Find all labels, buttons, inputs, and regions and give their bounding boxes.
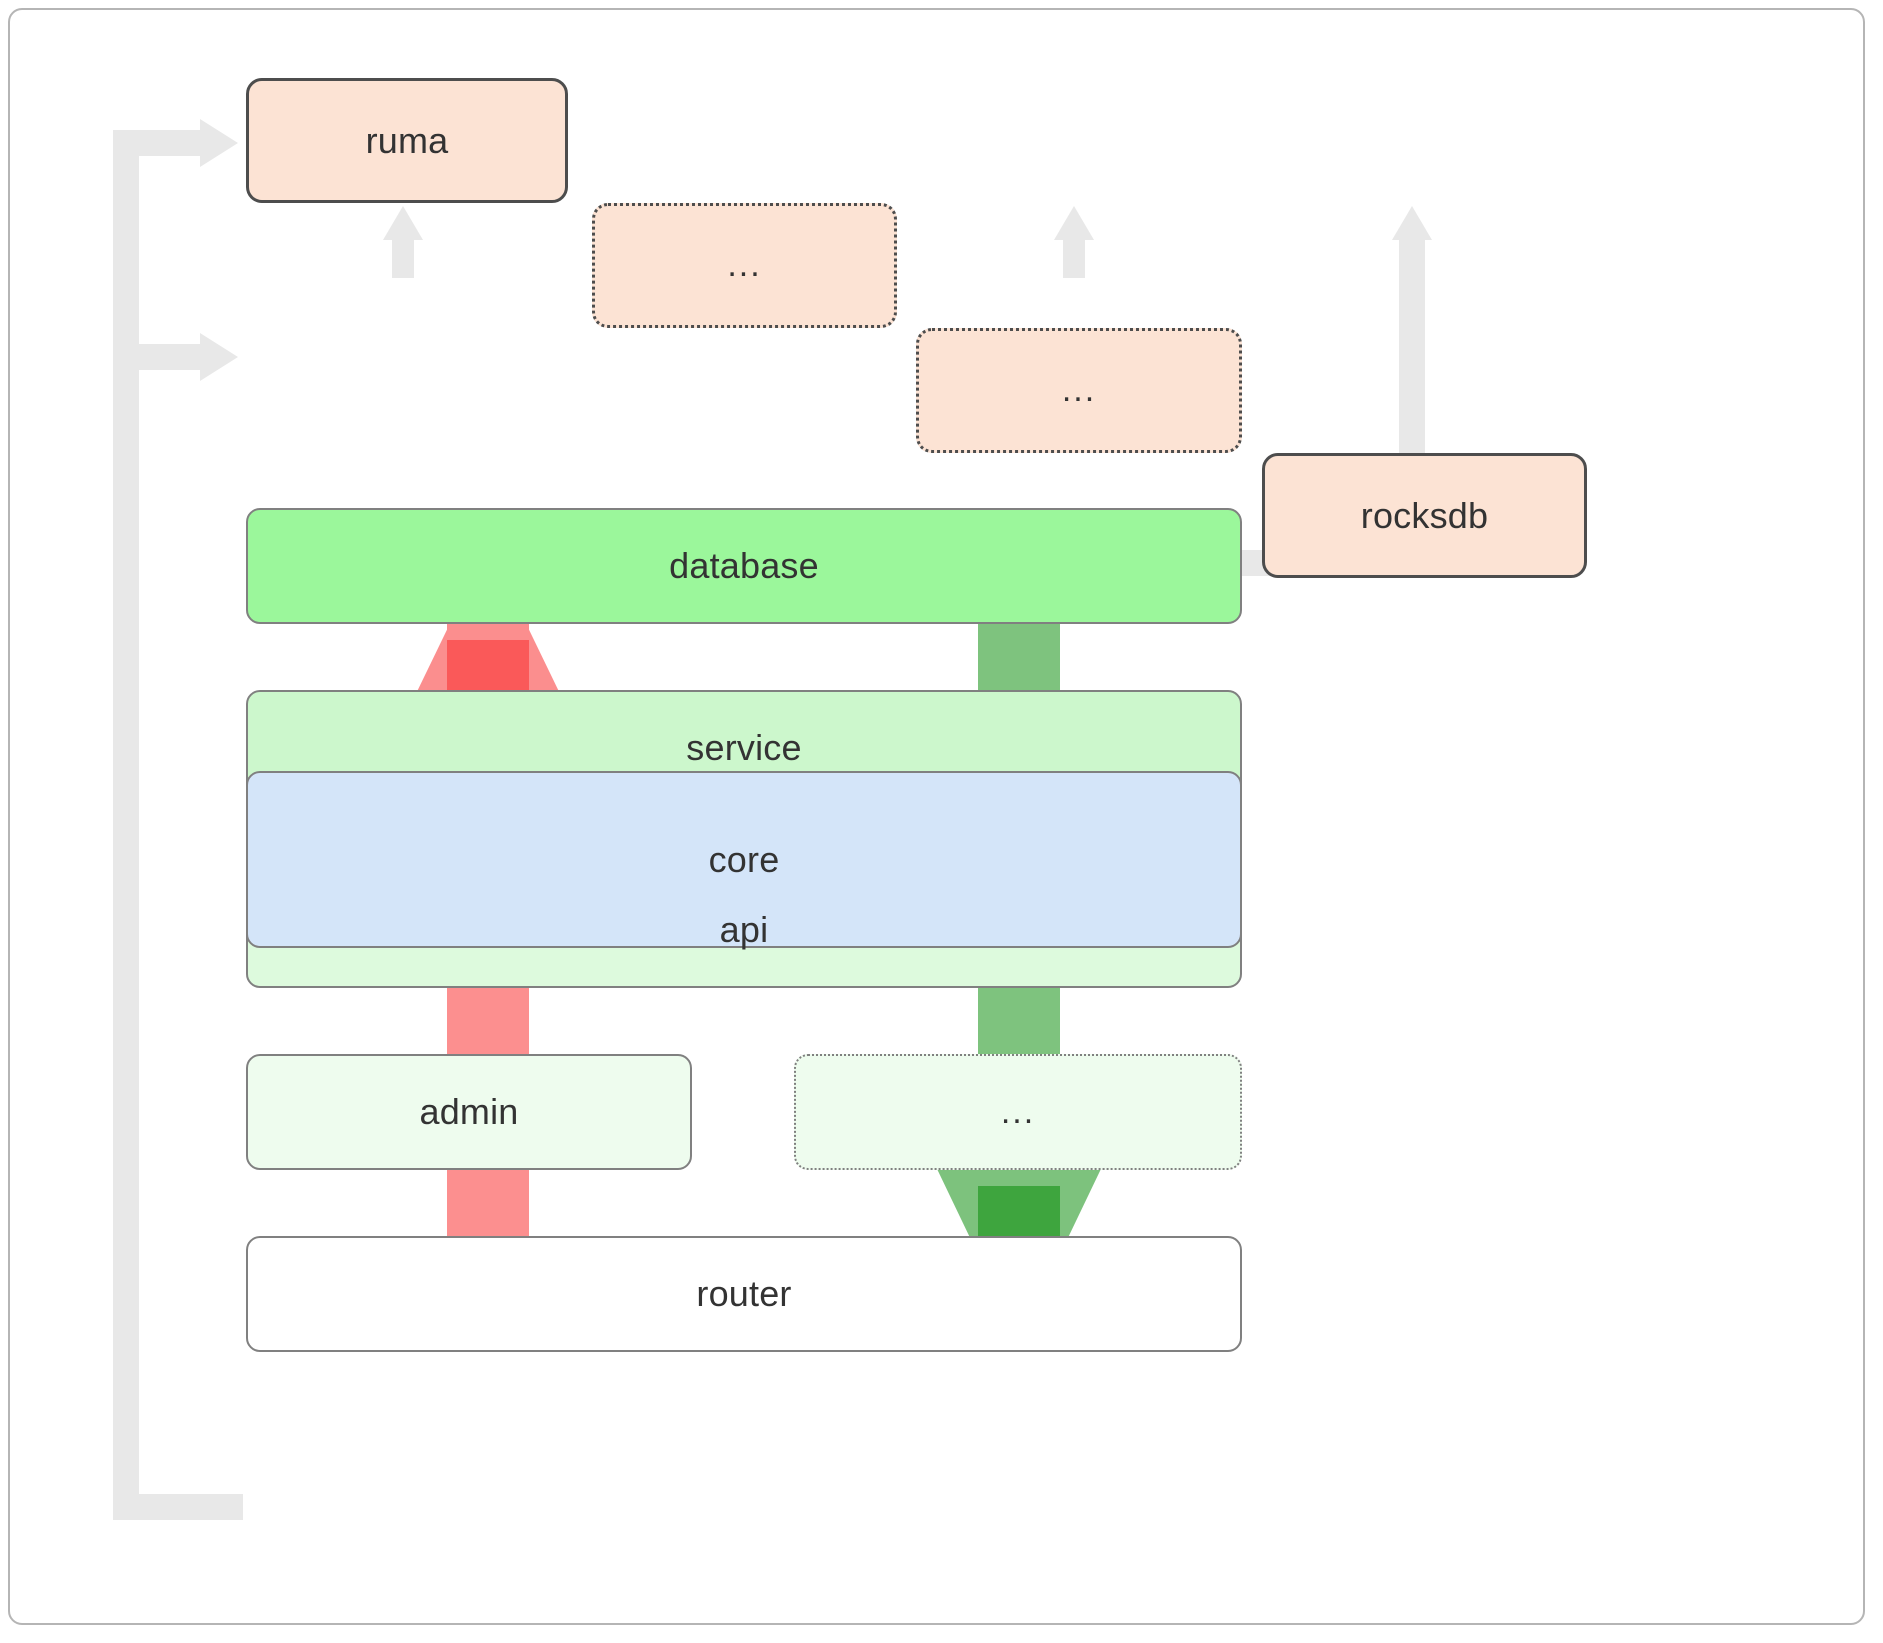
dependency-box-ellipsis-2[interactable]: ... (916, 328, 1242, 453)
layer-box-database[interactable]: database (246, 508, 1242, 624)
layer-label-core: core (708, 838, 780, 880)
layer-label-service: service (686, 727, 802, 768)
layer-label-database: database (669, 545, 819, 586)
dependency-label-ruma: ruma (365, 119, 449, 161)
layer-box-router[interactable]: router (246, 1236, 1242, 1352)
dependency-label-ellipsis-2: ... (1061, 371, 1097, 410)
dependency-box-rocksdb[interactable]: rocksdb (1262, 453, 1587, 578)
dependency-box-ruma[interactable]: ruma (246, 78, 568, 203)
dependency-box-ellipsis-1[interactable]: ... (592, 203, 897, 328)
layer-label-api: api (719, 909, 769, 950)
layer-box-ellipsis[interactable]: ... (794, 1054, 1242, 1170)
dependency-label-rocksdb: rocksdb (1360, 494, 1489, 536)
dependency-label-ellipsis-1: ... (727, 246, 762, 285)
layer-label-admin: admin (419, 1091, 519, 1132)
layer-label-ellipsis: ... (1000, 1092, 1036, 1131)
layer-box-admin[interactable]: admin (246, 1054, 692, 1170)
layer-label-router: router (696, 1273, 792, 1314)
layer-box-core[interactable]: core (246, 771, 1242, 948)
